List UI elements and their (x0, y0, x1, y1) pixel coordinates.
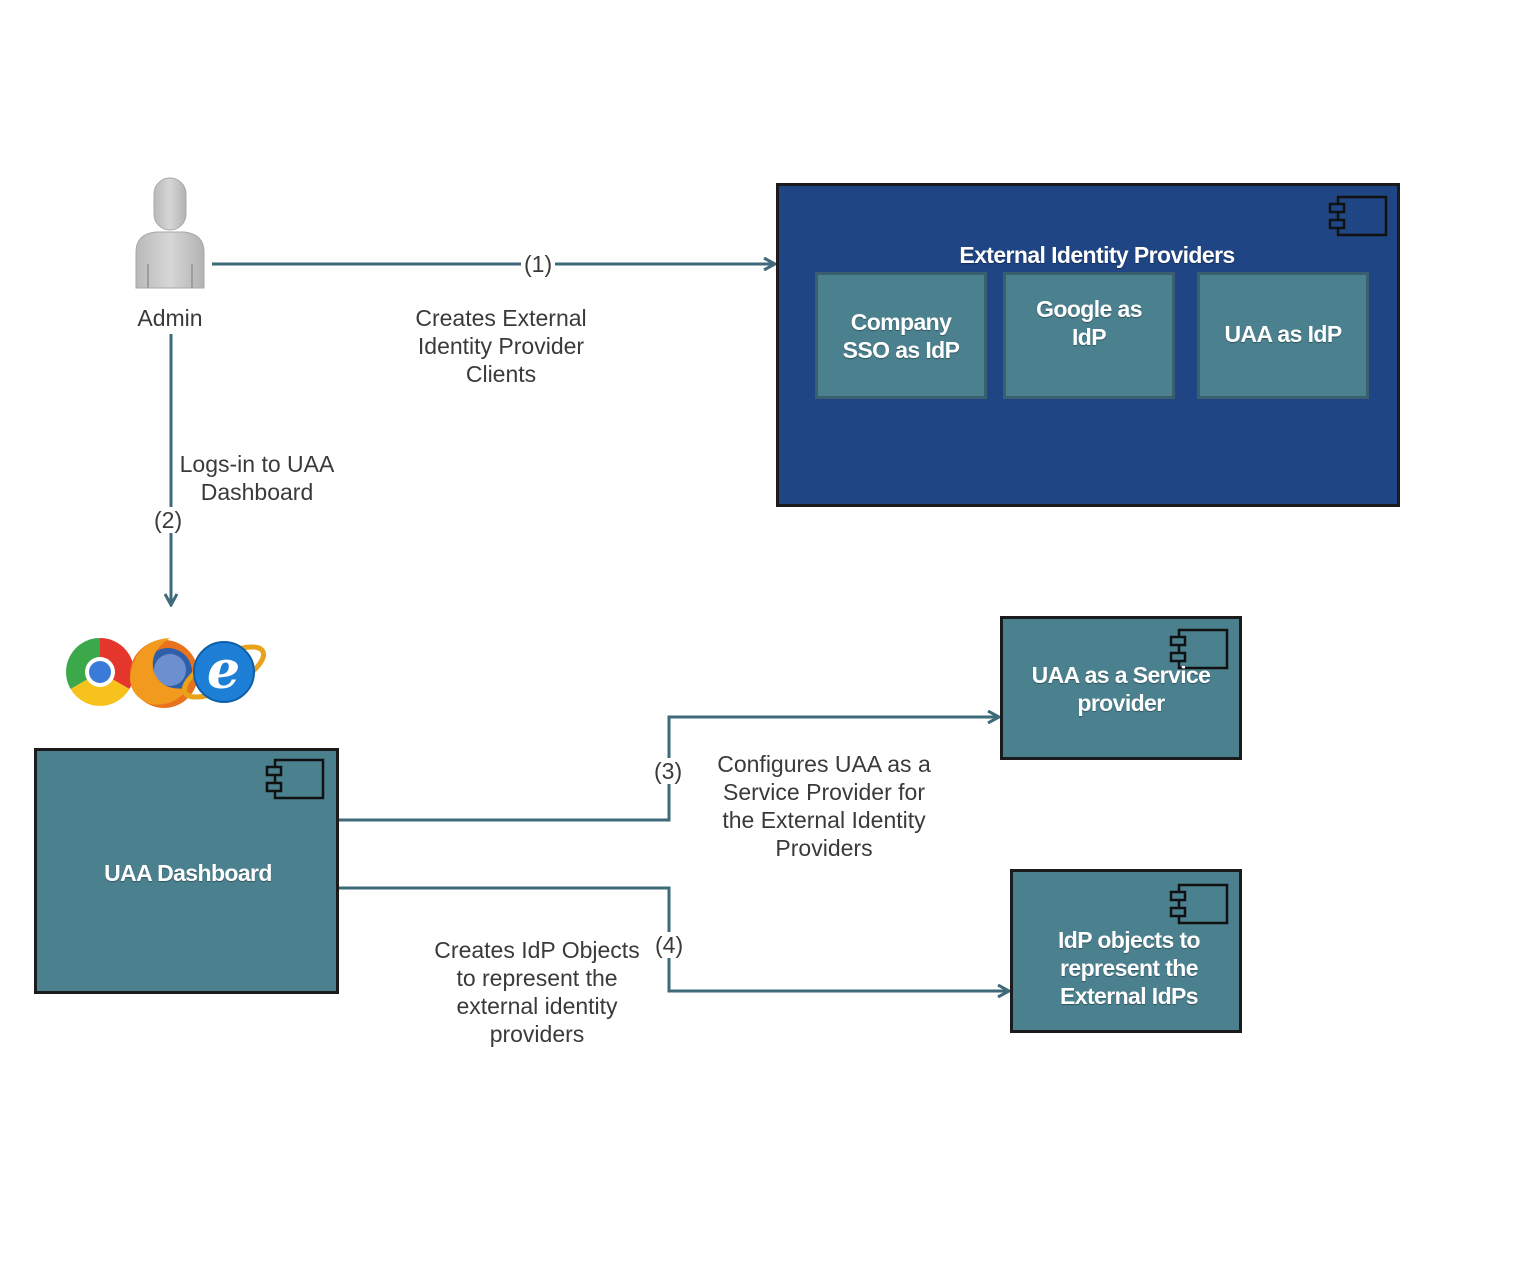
step-3-number: (3) (651, 758, 686, 784)
step-2-label: Logs-in to UAA Dashboard (162, 450, 352, 506)
uaa-idp-label: UAA as IdP (1224, 320, 1342, 347)
company-sso-idp-label: Company SSO as IdP (843, 308, 960, 364)
uaa-dashboard-title: UAA Dashboard (104, 860, 272, 886)
component-icon (1169, 883, 1229, 925)
step-3-label-line: the External Identity (722, 807, 926, 833)
internet-explorer-icon: e (181, 640, 267, 703)
google-idp-box: Google as IdP (1003, 272, 1175, 399)
admin-actor (134, 176, 206, 292)
company-sso-idp-label-line: Company (850, 308, 952, 335)
company-sso-idp-label-line: SSO as IdP (842, 336, 960, 363)
svg-text:e: e (207, 640, 240, 701)
step-3-label: Configures UAA as a Service Provider for… (700, 750, 948, 862)
browser-icons-svg: e (66, 638, 267, 708)
step-4-number: (4) (652, 932, 687, 958)
browser-icons: e (64, 628, 274, 716)
uaa-service-provider-box: UAA as a Service provider (1000, 616, 1242, 760)
step-1-label-line: Creates External (415, 305, 587, 331)
step-2-label-line: Dashboard (200, 479, 314, 505)
step-3-label-line: Providers (775, 835, 873, 861)
step-1-label: Creates External Identity Provider Clien… (370, 304, 632, 388)
external-identity-providers-title: External Identity Providers (959, 242, 1235, 268)
person-icon (135, 177, 205, 289)
step-3-label-line: Configures UAA as a (717, 751, 931, 777)
idp-objects-title-line: IdP objects to (1058, 927, 1201, 953)
step-4-label-line: Creates IdP Objects (434, 937, 640, 963)
firefox-icon (130, 638, 198, 708)
uaa-service-provider-title-line: UAA as a Service (1031, 662, 1211, 688)
step-2-number: (2) (151, 507, 186, 533)
uaa-idp-box: UAA as IdP (1197, 272, 1369, 399)
component-icon (1169, 628, 1229, 670)
idp-objects-title: IdP objects to represent the External Id… (1013, 926, 1245, 1010)
external-identity-providers-box: External Identity Providers Company SSO … (776, 183, 1400, 507)
uaa-dashboard-box: UAA Dashboard (34, 748, 339, 994)
step-4-label-line: external identity (456, 993, 618, 1019)
step-1-label-line: Clients (465, 361, 537, 387)
idp-objects-title-line: External IdPs (1060, 983, 1199, 1009)
component-icon (1328, 195, 1388, 237)
component-icon (265, 758, 325, 800)
uaa-service-provider-title-line: provider (1077, 690, 1165, 716)
step-3-label-line: Service Provider for (723, 779, 925, 805)
admin-label: Admin (137, 305, 203, 331)
step-1-number: (1) (521, 251, 556, 277)
step-4-label-line: to represent the (456, 965, 618, 991)
uaa-service-provider-title: UAA as a Service provider (999, 661, 1243, 717)
company-sso-idp-box: Company SSO as IdP (815, 272, 987, 399)
step-2-label-line: Logs-in to UAA (179, 451, 335, 477)
step-4-label-line: providers (489, 1021, 585, 1047)
step-1-label-line: Identity Provider (417, 333, 585, 359)
google-idp-label-line: Google as (1036, 295, 1142, 322)
google-idp-label: Google as IdP (1036, 295, 1142, 351)
idp-objects-box: IdP objects to represent the External Id… (1010, 869, 1242, 1033)
idp-objects-title-line: represent the (1060, 955, 1199, 981)
chrome-icon (66, 638, 134, 706)
step-4-label: Creates IdP Objects to represent the ext… (414, 936, 660, 1048)
google-idp-label-line: IdP (1072, 323, 1107, 350)
